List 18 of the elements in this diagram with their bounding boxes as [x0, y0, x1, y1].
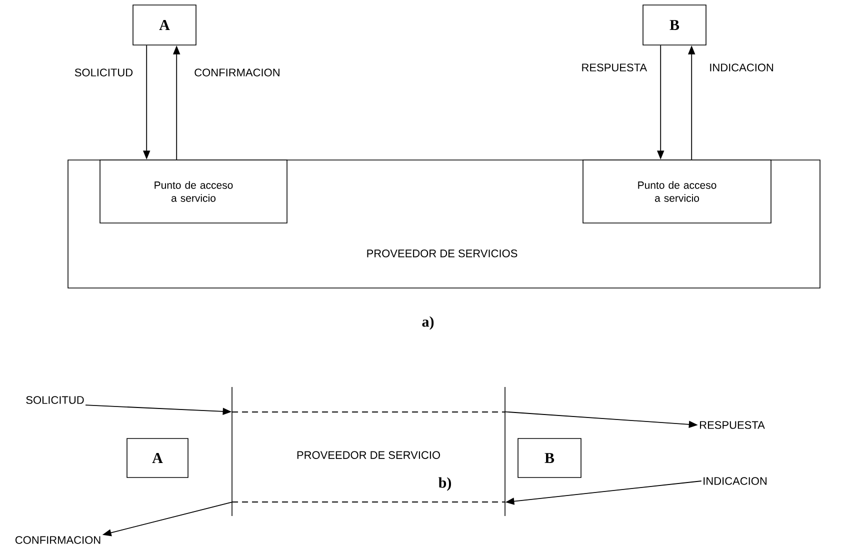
primitive-label: SOLICITUD	[26, 396, 84, 404]
primitive-label: CONFIRMACION	[15, 536, 100, 544]
edge-label: INDICACION	[710, 64, 774, 72]
edge-label: CONFIRMACION	[194, 68, 280, 76]
entity-box: B	[642, 4, 706, 46]
primitive-label: RESPUESTA	[700, 421, 765, 429]
provider-label: PROVEEDOR DE SERVICIOS	[367, 250, 518, 258]
primitive-label: INDICACION	[704, 477, 766, 485]
entity-box: A	[132, 4, 196, 46]
access-point-box: Punto de acceso a servicio	[100, 160, 288, 224]
entity-box: A	[126, 438, 188, 478]
entity-box: B	[518, 438, 582, 478]
panel-label: a)	[422, 316, 434, 330]
panel-label: b)	[438, 477, 451, 491]
provider-label: PROVEEDOR DE SERVICIO	[297, 451, 440, 459]
access-point-box: Punto de acceso a servicio	[582, 160, 772, 224]
edge-label: SOLICITUD	[74, 68, 133, 76]
edge-label: RESPUESTA	[582, 64, 648, 72]
